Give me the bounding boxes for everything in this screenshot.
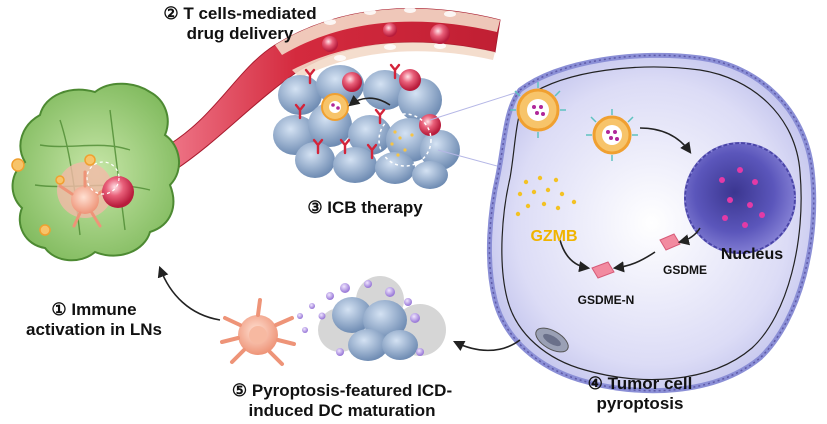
dc-maturation-group: [220, 276, 446, 366]
gsdme-n-label: GSDME-N: [577, 293, 635, 307]
step3-label: ③ ICB therapy: [285, 198, 445, 218]
nucleus-label: Nucleus: [720, 246, 784, 263]
step4-line1: ④ Tumor cell: [587, 374, 693, 393]
step5-line1: ⑤ Pyroptosis-featured ICD-: [231, 381, 453, 400]
step5-line2: induced DC maturation: [248, 400, 436, 420]
gzmb-dots-tissue: [390, 130, 414, 157]
step2-line1: ② T cells-mediated: [163, 4, 317, 23]
blood-vessel: [159, 7, 501, 171]
nanoparticle-in-tissue: [321, 93, 349, 121]
t-cell-in-vessel: [322, 23, 450, 52]
step4-line2: pyroptosis: [596, 393, 684, 413]
tumor-tissue-cluster: [273, 63, 460, 189]
nanoparticle-membrane: [510, 82, 566, 138]
step2-label: ② T cells-mediated drug delivery: [150, 4, 330, 43]
gzmb-label: GZMB: [530, 228, 578, 245]
step1-line1: ① Immune: [51, 300, 137, 319]
step1-line2: activation in LNs: [25, 319, 163, 339]
gsdme-label: GSDME: [662, 263, 707, 277]
vessel-cells: [324, 7, 456, 61]
dashed-target-circle: [378, 113, 432, 167]
dendritic-cell-ln: [58, 170, 112, 228]
lymph-node: [11, 82, 181, 262]
step5-label: ⑤ Pyroptosis-featured ICD- induced DC ma…: [212, 381, 472, 420]
step2-line2: drug delivery: [186, 23, 294, 43]
nucleus: [684, 142, 796, 254]
step4-label: ④ Tumor cell pyroptosis: [565, 374, 715, 413]
nanoparticle-cytoplasm: [586, 109, 638, 161]
antibody-icons: [294, 63, 401, 160]
gsdme-pore: [535, 327, 569, 353]
step1-label: ① Immune activation in LNs: [4, 300, 184, 339]
gzmb-dots: [515, 175, 577, 217]
dendritic-cell: [220, 298, 296, 366]
step3-line1: ③ ICB therapy: [307, 198, 423, 217]
tumor-cell: [486, 52, 817, 394]
